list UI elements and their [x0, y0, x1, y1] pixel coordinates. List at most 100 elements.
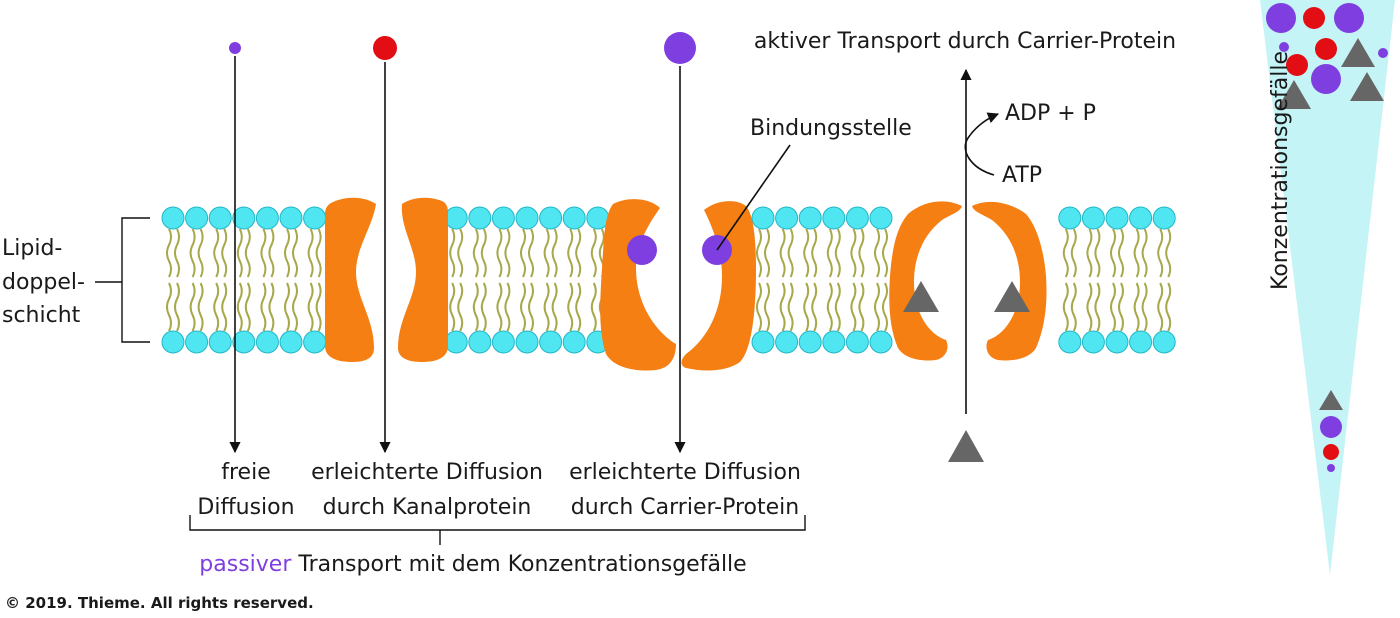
- lipid-tail: [292, 282, 298, 332]
- lipid-tail: [236, 228, 243, 278]
- lipid-tail: [834, 228, 841, 278]
- particle-red: [1323, 444, 1339, 460]
- lipid-tail: [764, 282, 770, 332]
- lipid-tail: [850, 228, 857, 278]
- lipid-head: [822, 206, 846, 230]
- lipid-tail: [221, 282, 228, 332]
- lipid-head: [775, 330, 799, 354]
- lipid-tail: [567, 228, 574, 278]
- lipid-head: [798, 206, 822, 230]
- lipid-head: [798, 330, 822, 354]
- particle-purple: [1378, 48, 1388, 58]
- lipid-head: [491, 330, 515, 354]
- lipid-head: [869, 330, 893, 354]
- lipid-tail: [504, 282, 511, 332]
- lipid-tail: [1110, 228, 1116, 278]
- lipid-tail: [284, 228, 290, 278]
- lipid-head: [539, 330, 563, 354]
- lipid-tail: [1094, 228, 1101, 278]
- triangle-particle: [1319, 390, 1343, 410]
- lipid-head: [1081, 330, 1105, 354]
- passive-bracket: [189, 515, 806, 545]
- lipid-tail: [1086, 228, 1093, 278]
- lipid-tail: [236, 282, 243, 332]
- lipid-tail: [575, 228, 582, 278]
- lipid-tail: [520, 282, 526, 332]
- lipid-tail: [882, 282, 888, 332]
- lipid-head: [185, 330, 209, 354]
- lipid-tail: [472, 228, 479, 278]
- lipid-tail: [811, 228, 818, 278]
- lipid-tail: [551, 228, 558, 278]
- atp-to-adp-arrow: [964, 112, 1000, 176]
- lipid-tail: [496, 282, 503, 332]
- lipid-tail: [284, 282, 290, 332]
- channel-protein: [325, 197, 448, 362]
- lipid-tail: [307, 282, 314, 332]
- passive-word: passiver: [199, 552, 292, 577]
- lipid-head: [515, 330, 539, 354]
- lipid-head: [1152, 330, 1176, 354]
- particle-purple: [1279, 42, 1289, 52]
- lipid-tail: [166, 282, 172, 332]
- lipid-head: [539, 206, 563, 230]
- lipid-tail: [779, 228, 786, 278]
- lipid-head: [468, 206, 492, 230]
- lipid-tail: [244, 228, 251, 278]
- lipid-head: [515, 206, 539, 230]
- lipid-tail: [811, 282, 818, 332]
- lipid-head: [775, 206, 799, 230]
- lipid-tail: [543, 282, 550, 332]
- lipid-bracket-line: [95, 217, 150, 343]
- lipid-tail: [787, 228, 794, 278]
- lipid-tail: [221, 228, 228, 278]
- lipid-head: [232, 330, 256, 354]
- triangle-particle: [1341, 38, 1375, 67]
- lipid-tail: [1165, 282, 1172, 332]
- lipid-tail: [480, 228, 487, 278]
- lipid-tail: [315, 228, 322, 278]
- lipid-tail: [1062, 282, 1069, 332]
- particle-purple: [1311, 64, 1341, 94]
- lipid-tail: [756, 228, 762, 278]
- lipid-head: [161, 206, 185, 230]
- lipid-head: [1058, 330, 1082, 354]
- lipid-head: [255, 330, 279, 354]
- lipid-head: [1081, 206, 1105, 230]
- lipid-tail: [1070, 282, 1077, 332]
- lipid-tail: [1110, 282, 1116, 332]
- lipid-head: [1105, 206, 1129, 230]
- lipid-tail: [315, 282, 322, 332]
- lipid-head: [185, 206, 209, 230]
- lipid-tails: [166, 228, 1172, 332]
- lipid-head: [232, 206, 256, 230]
- passive-transport-label: passiver Transport mit dem Konzentration…: [199, 552, 746, 577]
- lipid-tail: [292, 228, 298, 278]
- lipid-head: [751, 330, 775, 354]
- lipid-head: [1105, 330, 1129, 354]
- lipid-head: [845, 206, 869, 230]
- lipid-tail: [496, 228, 503, 278]
- lipid-tail: [882, 228, 888, 278]
- free-diffusion-label-line1: freie: [221, 460, 271, 485]
- channel-diffusion-label-line1: erleichterte Diffusion: [311, 460, 543, 485]
- triangle-particle: [1277, 80, 1311, 109]
- lipid-tail: [260, 228, 267, 278]
- lipid-tail: [449, 228, 456, 278]
- lipid-head: [562, 206, 586, 230]
- lipid-head: [279, 330, 303, 354]
- molecules: [229, 32, 984, 462]
- lipid-tail: [1070, 228, 1077, 278]
- lipid-tail: [1141, 282, 1148, 332]
- ion-red: [373, 36, 397, 60]
- lipid-tail: [826, 282, 833, 332]
- lipid-tail: [551, 282, 558, 332]
- triangle-particle: [1350, 72, 1384, 101]
- lipid-tail: [1133, 282, 1140, 332]
- lipid-head: [161, 330, 185, 354]
- lipid-tail: [543, 228, 550, 278]
- lipid-tail: [858, 228, 865, 278]
- lipid-tail: [189, 282, 196, 332]
- free-diffusion-label-line2: Diffusion: [197, 495, 294, 520]
- lipid-head: [303, 330, 327, 354]
